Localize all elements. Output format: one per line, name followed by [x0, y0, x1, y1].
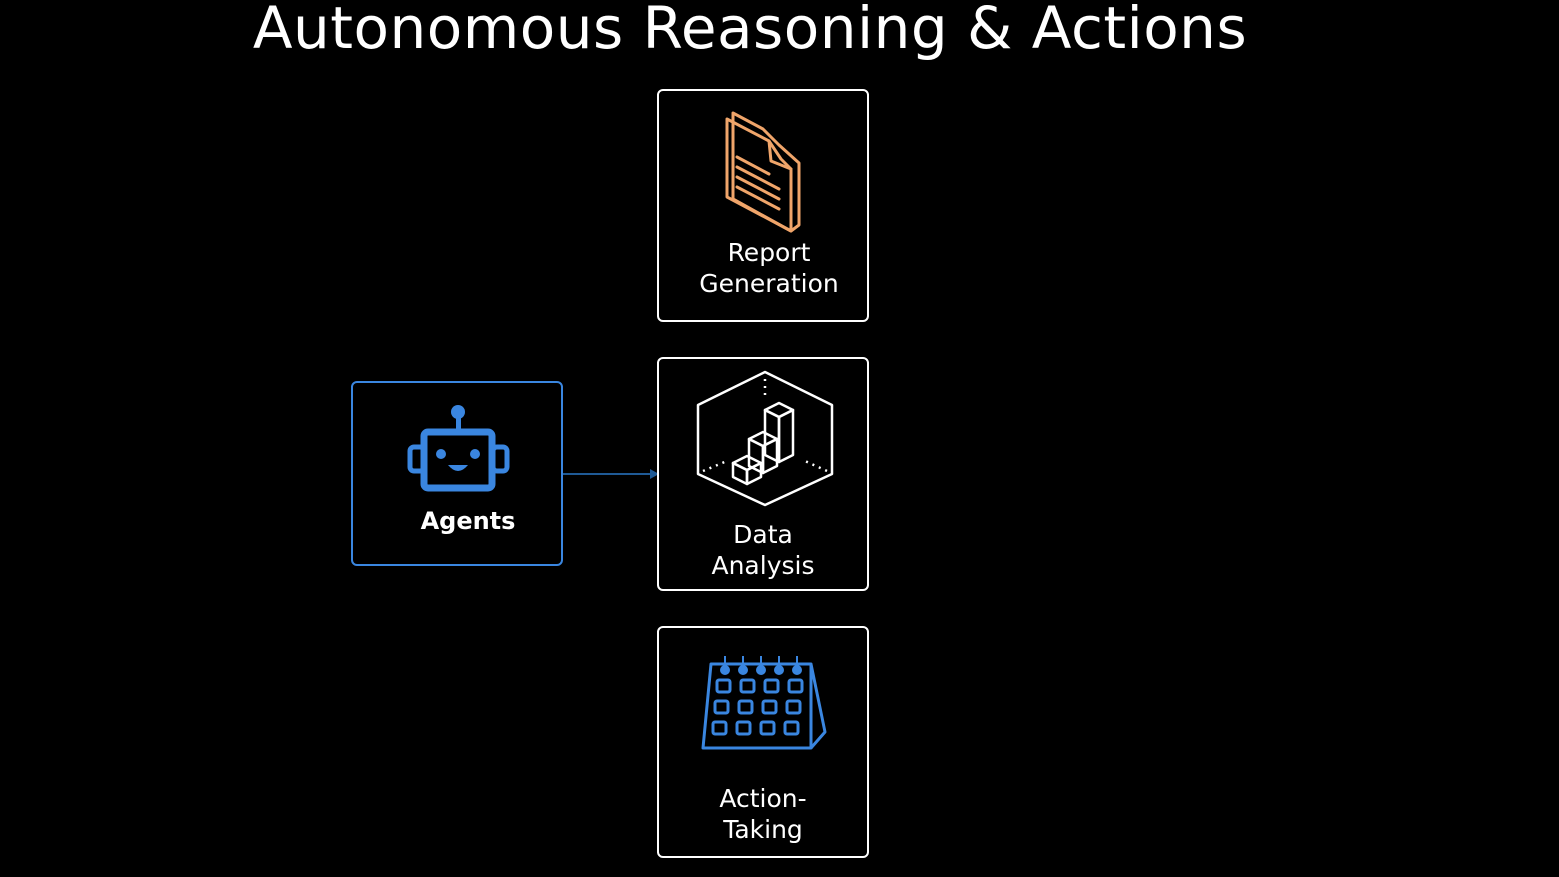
action-taking-line-2: Taking	[723, 815, 803, 844]
agents-node: Agents	[351, 381, 563, 566]
report-generation-node: Report Generation	[657, 89, 869, 322]
report-generation-line-1: Report	[727, 238, 811, 267]
calendar-icon	[701, 656, 827, 750]
report-generation-label: Report Generation	[659, 237, 867, 299]
data-analysis-line-2: Analysis	[711, 551, 815, 580]
document-icon	[725, 111, 801, 233]
data-analysis-line-1: Data	[733, 520, 793, 549]
slide-title: Autonomous Reasoning & Actions	[252, 0, 1248, 62]
action-taking-line-1: Action-	[719, 784, 807, 813]
agents-label: Agents	[420, 507, 516, 535]
data-analysis-label: Data Analysis	[659, 519, 867, 581]
action-taking-label: Action- Taking	[659, 783, 867, 845]
report-generation-line-2: Generation	[699, 269, 839, 298]
cube-bar-chart-icon	[696, 370, 834, 507]
robot-icon	[407, 405, 510, 492]
action-taking-node: Action- Taking	[657, 626, 869, 858]
data-analysis-node: Data Analysis	[657, 357, 869, 591]
